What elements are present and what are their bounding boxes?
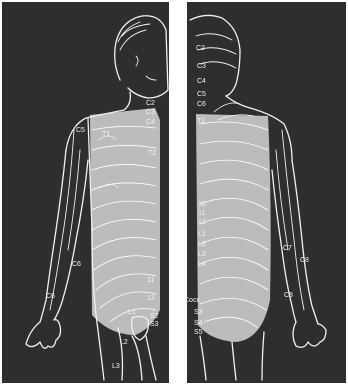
back-label-s3: S3 <box>194 309 203 316</box>
back-label-c8: C8 <box>300 257 309 264</box>
back-label-c2: C2 <box>196 45 205 52</box>
back-label-l1: L1 <box>198 231 206 238</box>
back-label-t1: T1 <box>197 118 205 125</box>
front-label-s2: S2 <box>150 313 159 320</box>
front-label-s3: S3 <box>150 321 159 328</box>
front-label-t2: T2 <box>148 150 156 157</box>
back-label-l4: L4 <box>198 261 206 268</box>
front-label-c2: C2 <box>146 100 155 107</box>
back-shaded-region <box>196 114 271 342</box>
center-divider <box>169 2 187 383</box>
back-label-s4: S4 <box>194 320 203 327</box>
front-label-c6: C6 <box>72 261 81 268</box>
back-label-c6: C6 <box>197 101 206 108</box>
back-label-c5: C5 <box>197 91 206 98</box>
front-label-c5: C5 <box>76 127 85 134</box>
back-label-c7: C7 <box>283 245 292 252</box>
front-label-l1: L1 <box>128 309 136 316</box>
front-label-c6b: C6 <box>46 293 55 300</box>
back-label-c4: C4 <box>197 78 206 85</box>
back-label-c3: C3 <box>197 63 206 70</box>
back-label-c8b: C8 <box>284 292 293 299</box>
front-label-t11: 11 <box>147 277 154 284</box>
front-label-t1: T1 <box>102 131 110 138</box>
back-label-s5: S5 <box>194 329 203 336</box>
back-label-l3: L3 <box>198 251 206 258</box>
back-label-t12: 12 <box>198 219 206 226</box>
front-label-t12: 12 <box>147 295 155 302</box>
back-label-l2: L2 <box>198 241 206 248</box>
front-label-c3: C3 <box>146 109 155 116</box>
front-label-c4: C4 <box>146 119 155 126</box>
front-label-l3: L3 <box>112 363 120 370</box>
back-label-t11: 11 <box>198 210 205 217</box>
front-label-l2: L2 <box>120 339 128 346</box>
back-label-t10: 10 <box>198 201 206 208</box>
